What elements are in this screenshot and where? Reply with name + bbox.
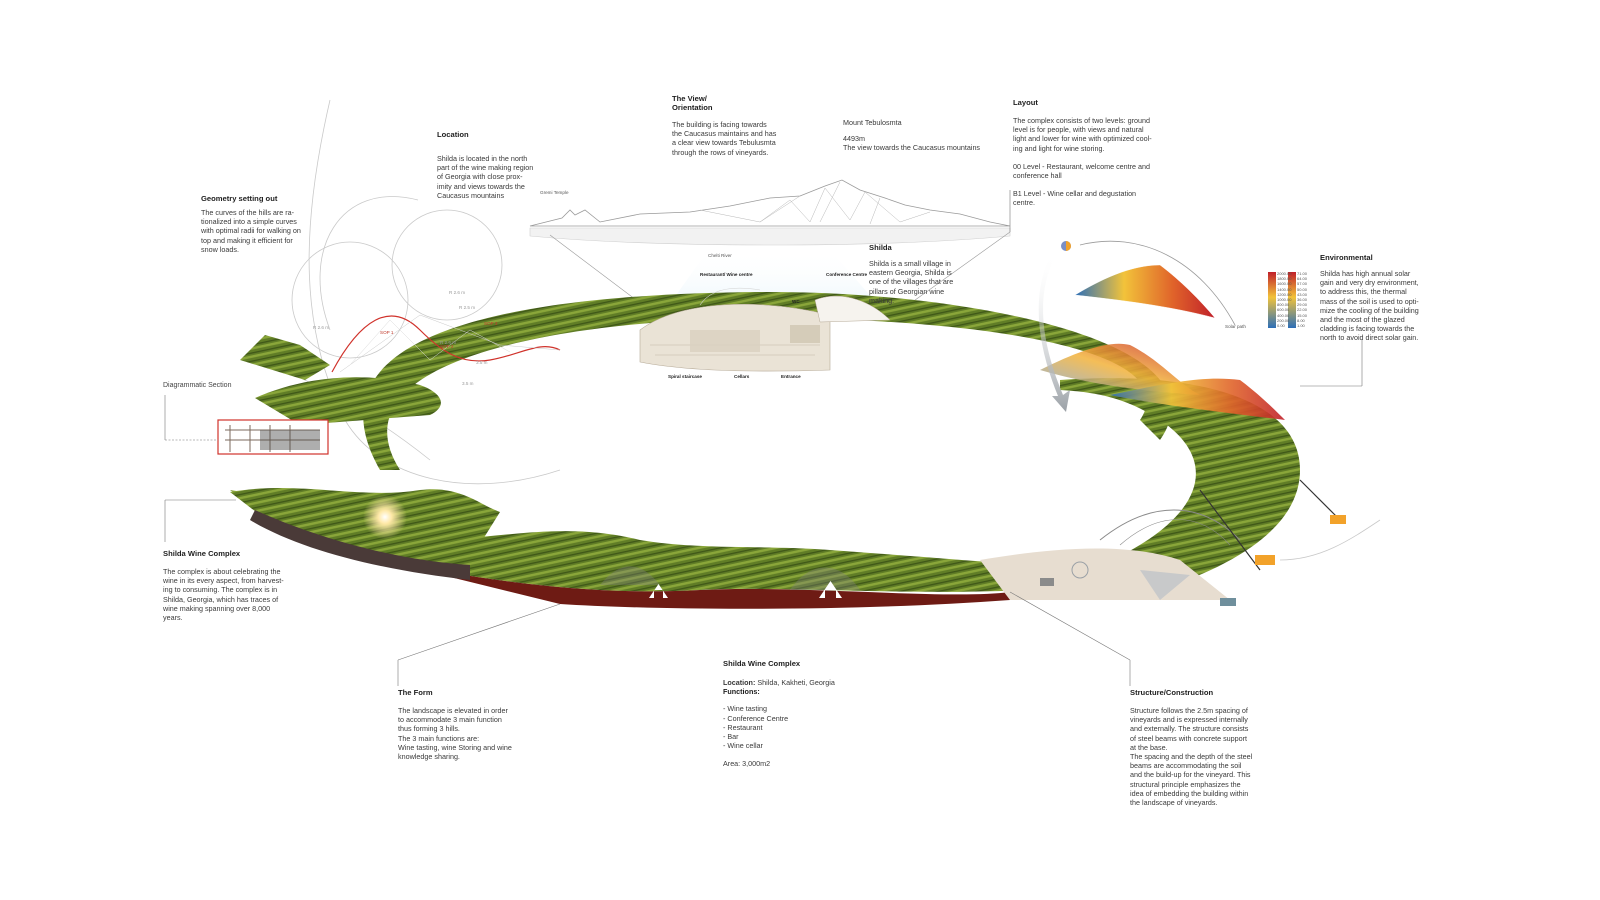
west-hills-complex — [230, 488, 500, 580]
function-item: - Conference Centre — [723, 713, 789, 723]
legend-value: 1400.00 — [1277, 286, 1292, 292]
function-item: - Wine tasting — [723, 704, 767, 714]
conference-label: Conference Centre — [826, 272, 868, 277]
distance-label: 3.5 m — [462, 381, 474, 386]
entrance-label: Entrance — [781, 374, 801, 379]
mount-height: 4493m — [843, 134, 865, 144]
structure-body: Structure follows the 2.5m spacing of vi… — [1130, 706, 1253, 808]
legend-value: 1600.00 — [1277, 281, 1292, 287]
radius-label: R 2.5 m — [459, 305, 476, 310]
construction-scene — [980, 479, 1381, 606]
environmental-body: Shilda has high annual solar gain and ve… — [1320, 269, 1419, 343]
form-block: The Form The landscape is elevated in or… — [398, 688, 528, 761]
environmental-block: Environmental Shilda has high annual sol… — [1320, 253, 1440, 343]
legend-value: 1000.00 — [1277, 297, 1292, 303]
summary-functions-list: - Wine tasting - Conference Centre - Res… — [723, 704, 863, 750]
geometry-setting-out-block: Geometry setting out The curves of the h… — [201, 194, 311, 254]
shilda-body: Shilda is a small village in eastern Geo… — [869, 259, 954, 305]
chelti-river-label: Chelti River — [708, 253, 732, 258]
view-title: The View/ Orientation — [672, 94, 713, 112]
legend-value: 29.00 — [1297, 302, 1308, 308]
wc-label: WC — [792, 299, 800, 304]
diagrammatic-section-label: Diagrammatic Section — [163, 382, 232, 389]
summary-location-value: Shilda, Kakheti, Georgia — [755, 678, 835, 687]
mount-block: Mount Tebulosmta 4493m The view towards … — [843, 118, 1013, 153]
layout-level0: 00 Level - Restaurant, welcome centre an… — [1013, 161, 1151, 181]
cellars-label: Cellars — [734, 374, 750, 379]
summary-block: Shilda Wine Complex Location: Shilda, Ka… — [723, 659, 863, 769]
legend-values-a: 2000.00 1800.00 1600.00 1400.00 1200.00 … — [1277, 271, 1291, 328]
legend-value: 2000.00 — [1277, 271, 1292, 276]
form-title: The Form — [398, 688, 433, 697]
restaurant-label: Restaurant/ Wine centre — [700, 272, 753, 277]
summary-location-line: Location: Shilda, Kakheti, Georgia — [723, 678, 863, 687]
legend-value: 8.00 — [1297, 317, 1305, 323]
shilda-title: Shilda — [869, 243, 892, 252]
structure-title: Structure/Construction — [1130, 688, 1214, 697]
summary-area: Area: 3,000m2 — [723, 759, 771, 769]
up-arrow-icon — [649, 581, 842, 598]
legend-value: 800.00 — [1277, 302, 1290, 308]
legend-value: 15.00 — [1297, 312, 1308, 318]
diagrammatic-section — [164, 314, 561, 455]
legend-value: 1800.00 — [1277, 276, 1292, 282]
mount-name: Mount Tebulosmta — [843, 118, 902, 127]
environmental-title: Environmental — [1320, 253, 1373, 262]
view-orientation-block: The View/ Orientation The building is fa… — [672, 94, 792, 157]
sop-label: SOP 2 — [440, 344, 454, 349]
layout-body: The complex consists of two levels: grou… — [1013, 116, 1152, 153]
sop-label: SOP 3 — [484, 321, 498, 326]
legend-value: 1200.00 — [1277, 291, 1292, 297]
location-block: Location Shilda is located in the north … — [437, 130, 547, 200]
location-title: Location — [437, 130, 469, 139]
gremi-temple-label: Gremi Temple — [540, 190, 569, 195]
geometry-body: The curves of the hills are ra- tionaliz… — [201, 208, 301, 254]
sop-label: SOP 1 — [380, 330, 394, 335]
mount-caption: The view towards the Caucasus mountains — [843, 143, 981, 153]
sun-icon — [1061, 241, 1071, 251]
environmental-analysis — [1040, 240, 1363, 420]
legend-value: 71.00 — [1297, 271, 1308, 276]
legend-value: 0.00 — [1277, 323, 1285, 329]
geometry-title: Geometry setting out — [201, 194, 278, 203]
central-building-cutaway — [639, 287, 891, 372]
layout-title: Layout — [1013, 98, 1038, 107]
structure-block: Structure/Construction Structure follows… — [1130, 688, 1260, 807]
legend-values-b: 71.00 64.00 57.00 50.00 43.00 36.00 29.0… — [1297, 271, 1311, 328]
complex-body: The complex is about celebrating the win… — [163, 567, 284, 623]
leader-lines — [164, 190, 1131, 686]
legend-value: 43.00 — [1297, 291, 1308, 297]
legend-value: 400.00 — [1277, 312, 1290, 318]
spiral-staircase-label: Spiral staircase — [668, 374, 702, 379]
location-body: Shilda is located in the north part of t… — [437, 154, 534, 200]
form-body: The landscape is elevated in order to ac… — [398, 706, 512, 762]
legend-value: 64.00 — [1297, 276, 1308, 282]
shilda-block: Shilda Shilda is a small village in east… — [869, 243, 969, 305]
function-item: - Bar — [723, 732, 739, 742]
layout-level1: B1 Level - Wine cellar and degustation c… — [1013, 189, 1137, 208]
shilda-wine-complex-block: Shilda Wine Complex The complex is about… — [163, 549, 288, 622]
function-item: - Wine cellar — [723, 741, 763, 751]
legend-value: 600.00 — [1277, 307, 1290, 313]
summary-title: Shilda Wine Complex — [723, 659, 801, 668]
radius-label: R 2.6 m — [449, 290, 466, 295]
legend-value: 57.00 — [1297, 281, 1308, 287]
legend-value: 36.00 — [1297, 297, 1308, 303]
legend-value: 50.00 — [1297, 286, 1308, 292]
complex-title: Shilda Wine Complex — [163, 549, 241, 558]
radius-label: R 2.6 m — [440, 340, 457, 345]
legend-value: 1.00 — [1297, 323, 1305, 329]
curved-arrow-icon — [1038, 252, 1070, 412]
summary-location-label: Location: — [723, 678, 756, 687]
function-item: - Restaurant — [723, 722, 763, 732]
legend-value: 200.00 — [1277, 317, 1290, 323]
layout-block: Layout The complex consists of two level… — [1013, 98, 1163, 208]
view-body: The building is facing towards the Cauca… — [672, 120, 777, 157]
distance-label: 3.5 m — [476, 360, 488, 365]
radius-label: R 2.6 m — [313, 325, 330, 330]
solar-path-label: Solar path — [1225, 324, 1246, 329]
summary-functions-label: Functions: — [723, 687, 760, 697]
legend-value: 22.00 — [1297, 307, 1308, 313]
